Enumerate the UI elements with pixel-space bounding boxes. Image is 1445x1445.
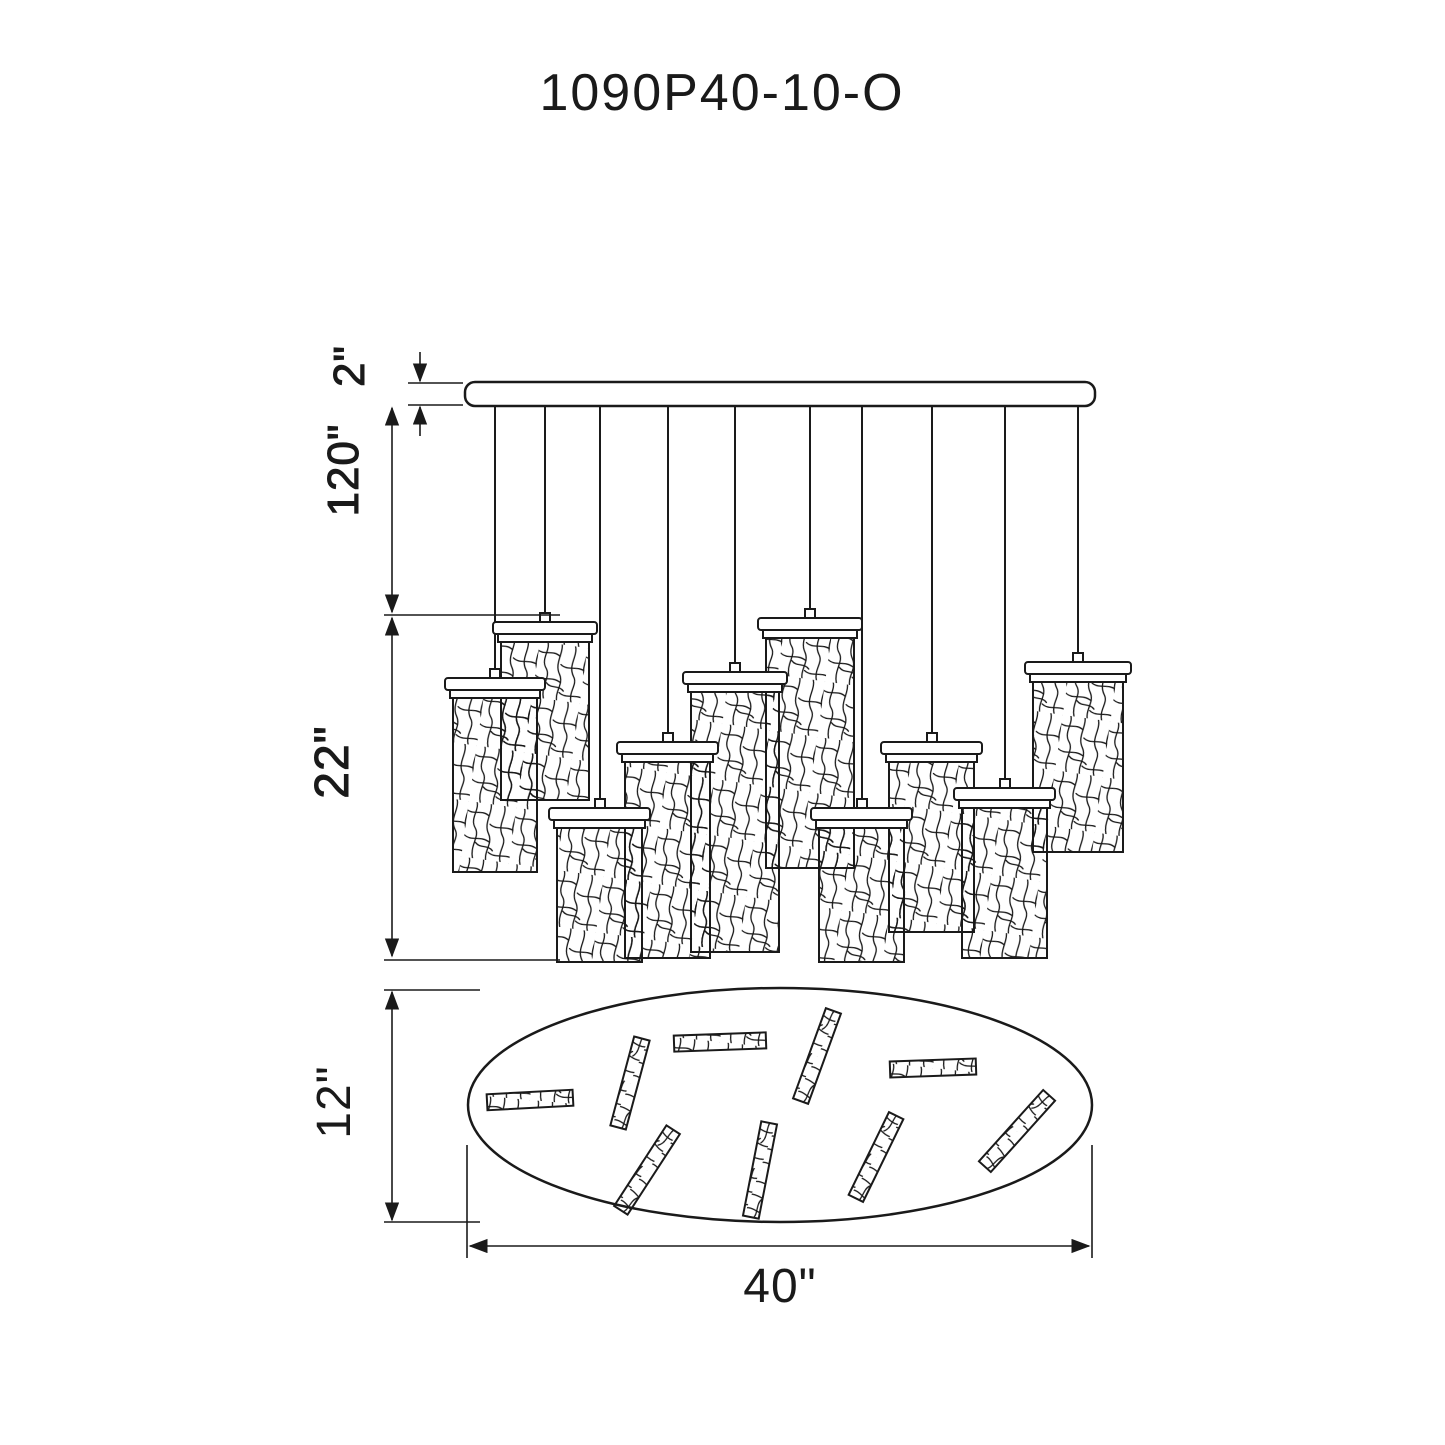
pendant-plan	[485, 1088, 575, 1112]
bottom-plan-view: 12" 40"	[308, 986, 1094, 1313]
canopy-plate-plan	[466, 986, 1094, 1224]
dimension-canopy-height	[408, 352, 463, 436]
dim-plan-depth-label: 12"	[308, 1065, 361, 1138]
side-elevation-view: 2" 120" 22"	[306, 344, 1132, 963]
pendant-plan	[609, 1035, 651, 1131]
dimension-plan-depth	[384, 989, 480, 1223]
pendant	[444, 668, 546, 873]
dim-shade-height-label: 22"	[306, 725, 359, 798]
pendant-plan	[741, 1120, 779, 1220]
dimension-suspension-length	[384, 406, 560, 616]
ceiling-canopy-bar	[463, 380, 1097, 408]
pendant	[810, 798, 913, 963]
suspension-wires	[494, 406, 1079, 799]
pendant-plan	[791, 1006, 843, 1106]
pendant-plan	[888, 1057, 978, 1079]
pendant	[1024, 652, 1132, 853]
pendant-shades-plan	[485, 1006, 1057, 1220]
pendant-plan	[977, 1088, 1057, 1174]
model-number-title: 1090P40-10-O	[539, 64, 904, 122]
dimension-plan-width	[466, 1145, 1093, 1258]
pendant	[548, 798, 651, 963]
pendant	[953, 778, 1056, 959]
dimension-shade-height	[384, 616, 560, 961]
dim-plan-width-label: 40"	[743, 1260, 816, 1313]
pendant-shades-side	[444, 608, 1132, 963]
pendant-plan	[672, 1031, 768, 1053]
pendant-plan	[612, 1124, 682, 1216]
dim-canopy-height-label: 2"	[325, 345, 374, 387]
pendant-plan	[847, 1110, 905, 1204]
dim-suspension-length-label: 120"	[319, 423, 368, 516]
